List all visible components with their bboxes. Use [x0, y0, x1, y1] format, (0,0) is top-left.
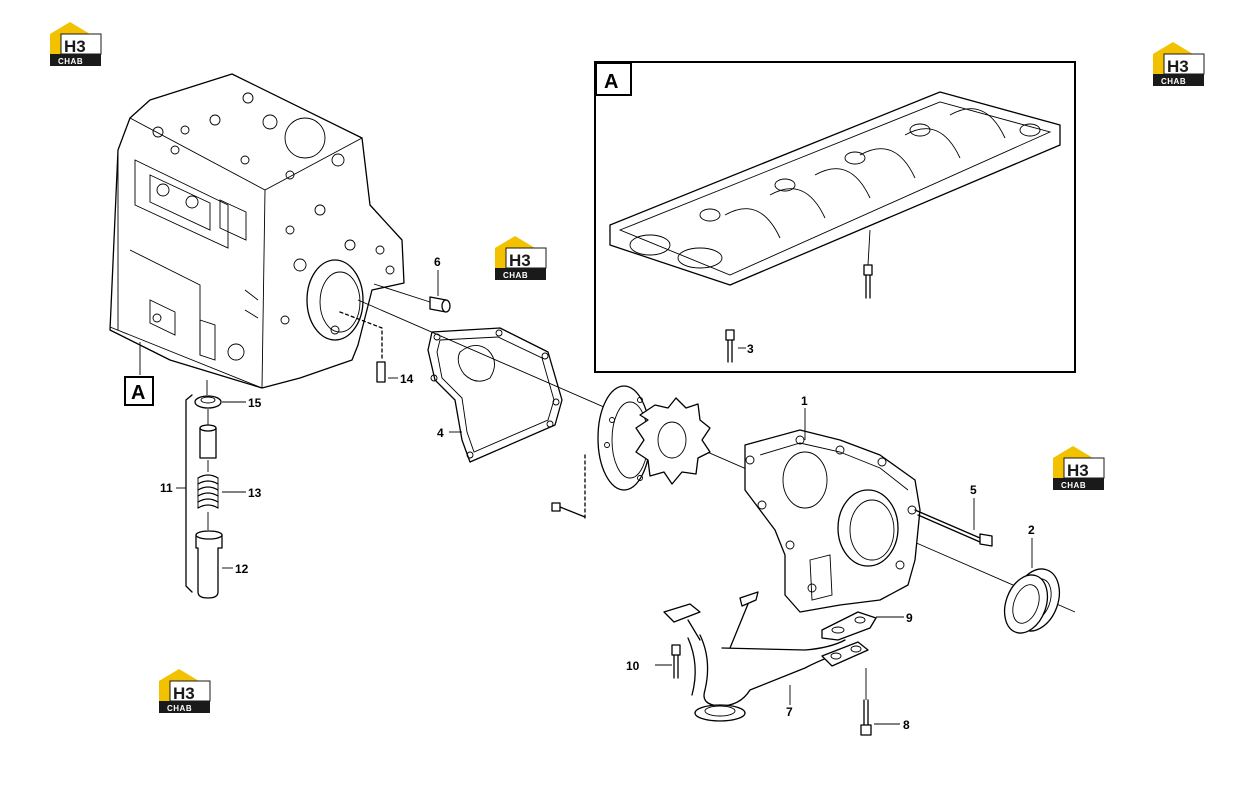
- callout-8: 8: [903, 718, 910, 732]
- part-1-oil-pump: 1: [744, 394, 921, 613]
- part-5-bolt: 5: [914, 483, 993, 547]
- engine-block: [109, 73, 405, 389]
- part-8-bolt: 8: [860, 668, 910, 736]
- callout-2: 2: [1028, 523, 1035, 537]
- callout-5: 5: [970, 483, 977, 497]
- svg-text:H3: H3: [1167, 57, 1189, 76]
- svg-text:H3: H3: [509, 251, 531, 270]
- assembly-axis: [357, 299, 1076, 613]
- callout-3: 3: [747, 342, 754, 356]
- watermark-logo-3: H3 CHAB: [494, 235, 547, 281]
- callout-14: 14: [400, 372, 414, 386]
- callout-10: 10: [626, 659, 640, 673]
- svg-text:CHAB: CHAB: [503, 271, 528, 280]
- part-6-bush: 6: [373, 255, 451, 313]
- watermark-logo-2: H3 CHAB: [1152, 41, 1205, 87]
- section-line: [109, 326, 263, 389]
- part-4-gasket: 4: [427, 327, 563, 463]
- callout-7: 7: [786, 705, 793, 719]
- watermark-logo-4: H3 CHAB: [1052, 445, 1105, 491]
- svg-text:H3: H3: [64, 37, 86, 56]
- callout-4: 4: [437, 426, 444, 440]
- part-7-suction-pipe: 7: [663, 591, 869, 722]
- part-14-pin: 14: [339, 311, 414, 386]
- detail-label: A: [604, 71, 618, 93]
- part-10-bolt: 10: [626, 644, 681, 679]
- part-2-seal: 2: [1003, 523, 1061, 634]
- valve-stack-assembly: 15 13 12 11: [160, 380, 262, 599]
- svg-text:H3: H3: [1067, 461, 1089, 480]
- callout-13: 13: [248, 486, 262, 500]
- callout-1: 1: [801, 394, 808, 408]
- callout-15: 15: [248, 396, 262, 410]
- svg-text:A: A: [131, 382, 145, 404]
- watermark-logo-5: H3 CHAB: [158, 668, 211, 714]
- detail-view-a: A 3: [594, 61, 1076, 373]
- svg-text:CHAB: CHAB: [167, 704, 192, 713]
- callout-12: 12: [235, 562, 249, 576]
- svg-text:CHAB: CHAB: [58, 57, 83, 66]
- callout-9: 9: [906, 611, 913, 625]
- section-marker-a: A: [124, 376, 154, 406]
- svg-text:H3: H3: [173, 684, 195, 703]
- callout-11: 11: [160, 481, 173, 495]
- watermark-logo-1: H3 CHAB: [49, 21, 102, 67]
- part-9-gasket: 9: [821, 611, 913, 641]
- svg-text:CHAB: CHAB: [1061, 481, 1086, 490]
- part-gear-and-hub: [551, 385, 711, 519]
- svg-text:CHAB: CHAB: [1161, 77, 1186, 86]
- callout-6: 6: [434, 255, 441, 269]
